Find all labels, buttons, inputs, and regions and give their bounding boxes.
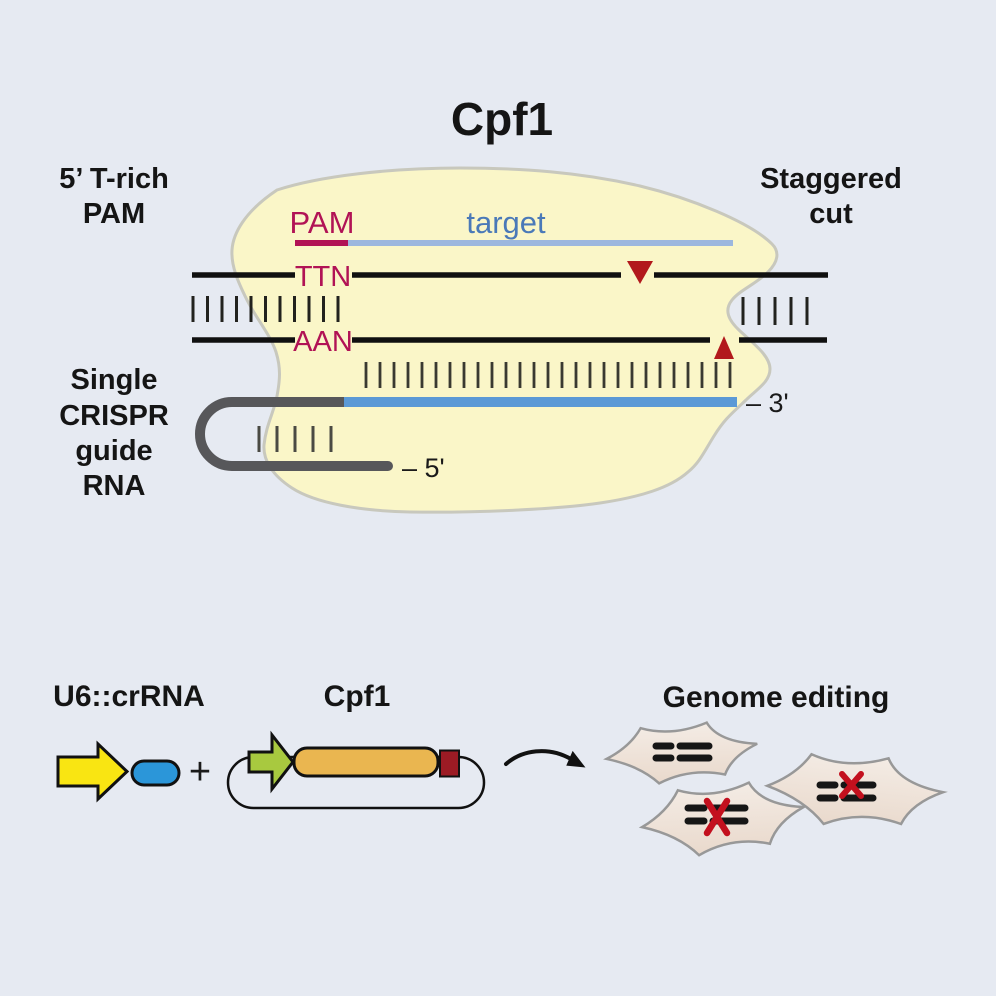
base-pair-ticks-right: [741, 297, 809, 325]
ttn-sequence: TTN: [295, 261, 351, 293]
genome-editing-label: Genome editing: [663, 681, 890, 714]
chromosomes-cell-1: [652, 742, 713, 762]
pam-label: PAM: [290, 205, 355, 240]
staggered-cut-label-line2: cut: [809, 198, 853, 230]
staggered-cut-label-line1: Staggered: [760, 163, 902, 195]
mutation-x-cell-3: [839, 771, 864, 799]
delivery-arrow: [504, 749, 586, 768]
sgrna-label-line3: guide: [75, 435, 152, 467]
cpf1-promoter-arrow: [247, 730, 295, 794]
aan-sequence: AAN: [293, 326, 353, 358]
sgrna-label-line1: Single: [70, 364, 157, 396]
crrna-pill: [130, 759, 181, 787]
plus-sign: +: [189, 751, 211, 793]
u6-crrna-label: U6::crRNA: [53, 680, 205, 713]
sgrna-label-line2: CRISPR: [59, 400, 169, 432]
guide-hairpin-pair-ticks: [257, 426, 333, 452]
cut-site-triangle-bottom: [714, 336, 734, 359]
guide-rna-hairpin: [195, 397, 393, 471]
cell-1: [606, 721, 759, 785]
mutation-x-cell-2: [703, 797, 731, 837]
guide-target-pair-ticks: [364, 362, 732, 388]
guide-three-prime-label: – 3': [746, 388, 789, 418]
cpf1-construct-label: Cpf1: [324, 680, 391, 713]
cpf1-gene-box: [292, 746, 440, 778]
edited-cells: [606, 721, 946, 858]
terminator-box: [439, 749, 460, 778]
pam-side-label-line2: PAM: [83, 198, 145, 230]
u6-promoter-arrow: [56, 740, 130, 803]
pam-side-label-line1: 5’ T-rich: [59, 163, 169, 195]
base-pair-ticks-left: [191, 296, 340, 322]
sgrna-label-line4: RNA: [83, 470, 146, 502]
figure-title: Cpf1: [451, 93, 553, 145]
guide-five-prime-label: – 5': [402, 453, 445, 483]
cut-site-triangle-top: [627, 261, 653, 284]
target-label: target: [466, 205, 546, 240]
